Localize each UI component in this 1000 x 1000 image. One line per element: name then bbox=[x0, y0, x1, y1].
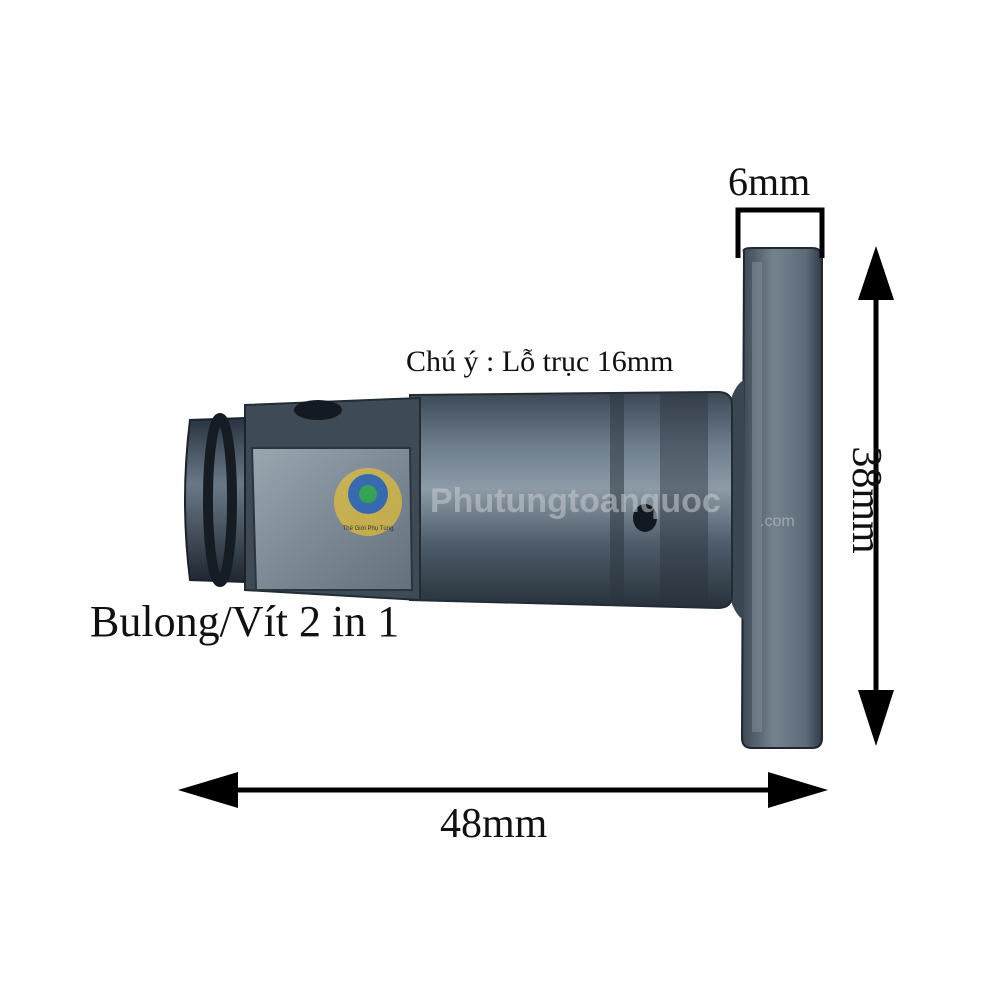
product-type-label: Bulong/Vít 2 in 1 bbox=[90, 597, 400, 646]
cross-hole bbox=[633, 504, 657, 532]
watermark-site-text: Phutungtoanquoc bbox=[430, 482, 721, 520]
watermark-logo bbox=[334, 468, 402, 536]
flange-thickness-label: 6mm bbox=[728, 159, 811, 204]
flange-plate bbox=[718, 247, 823, 749]
flange-height-label: 38mm bbox=[843, 446, 889, 554]
total-length-label: 48mm bbox=[440, 801, 548, 847]
drive-tip bbox=[184, 413, 246, 587]
height-arrow bbox=[858, 246, 894, 746]
watermark-logo-caption: Thế Giới Phụ Tùng bbox=[343, 526, 394, 532]
o-ring bbox=[203, 413, 237, 587]
top-hole bbox=[294, 400, 342, 420]
shaft-body bbox=[409, 390, 733, 610]
length-arrow bbox=[178, 772, 828, 808]
watermark-site-suffix: .com bbox=[760, 513, 795, 530]
thickness-bracket bbox=[735, 207, 825, 258]
shaft-hole-note: Chú ý : Lỗ trục 16mm bbox=[406, 345, 674, 378]
